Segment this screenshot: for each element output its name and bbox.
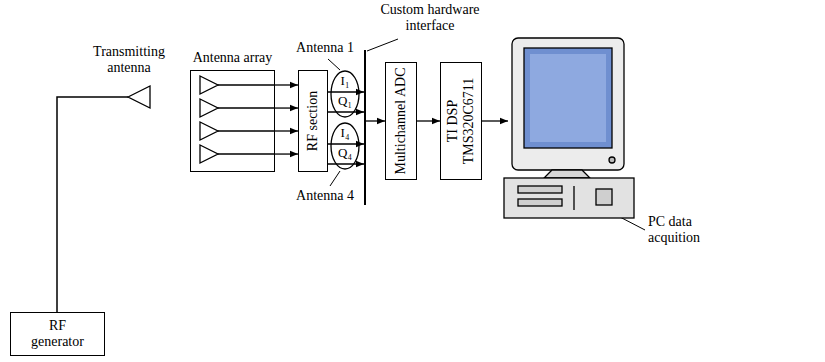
dsp-to-pc-arrow — [482, 120, 508, 121]
antenna-label: Transmitting antenna — [84, 44, 174, 76]
pc-label-text: PC data acquition — [648, 214, 710, 246]
ellipse-outline — [331, 123, 359, 169]
generator-box: RF generator — [10, 312, 105, 356]
signal-name: I₁ — [330, 73, 360, 89]
interface-line — [364, 50, 366, 205]
interface-to-adc-arrow — [366, 120, 385, 121]
ellipse-outline — [331, 71, 359, 117]
signal-arrow — [275, 107, 298, 108]
antenna-label-text: Transmitting antenna — [84, 44, 174, 76]
node-text: RF section — [305, 91, 321, 151]
node-text: RF generator — [23, 318, 93, 350]
dsp-box: TI DSP TMS320C6711 — [440, 62, 482, 180]
antenna-callout: Antenna 4 — [290, 188, 360, 204]
signal-arrow — [275, 84, 298, 85]
generator-wire — [57, 97, 128, 312]
signal-name: I₄ — [330, 125, 360, 141]
node-text: Multichannel ADC — [393, 68, 409, 175]
antenna-callout-text: Antenna 4 — [290, 188, 360, 204]
interface-label: Custom hardware interface — [370, 2, 490, 34]
antenna-callout: Antenna 1 — [290, 40, 360, 56]
antenna-array-box: Antenna array — [190, 70, 275, 172]
signal-arrow — [417, 120, 440, 121]
node-text: Antenna array — [193, 50, 273, 66]
signal-ellipse: I₄ Q₄ — [330, 122, 360, 170]
signal-ellipse: I₁ Q₁ — [330, 70, 360, 118]
interface-label-text: Custom hardware interface — [370, 2, 490, 34]
array-antennas — [200, 76, 275, 163]
node-text: TI DSP TMS320C6711 — [445, 71, 477, 171]
signal-name: Q₁ — [330, 93, 360, 109]
signal-arrow — [275, 153, 298, 154]
leader-lines — [328, 39, 645, 230]
adc-box: Multichannel ADC — [385, 62, 417, 180]
signal-name: Q₄ — [330, 145, 360, 161]
signal-arrow — [275, 130, 298, 131]
antenna-callout-text: Antenna 1 — [290, 40, 360, 56]
rf-section-box: RF section — [298, 70, 328, 172]
transmit-antenna-symbol — [128, 86, 150, 108]
pc-label: PC data acquition — [648, 214, 710, 246]
pc-computer — [504, 38, 634, 218]
